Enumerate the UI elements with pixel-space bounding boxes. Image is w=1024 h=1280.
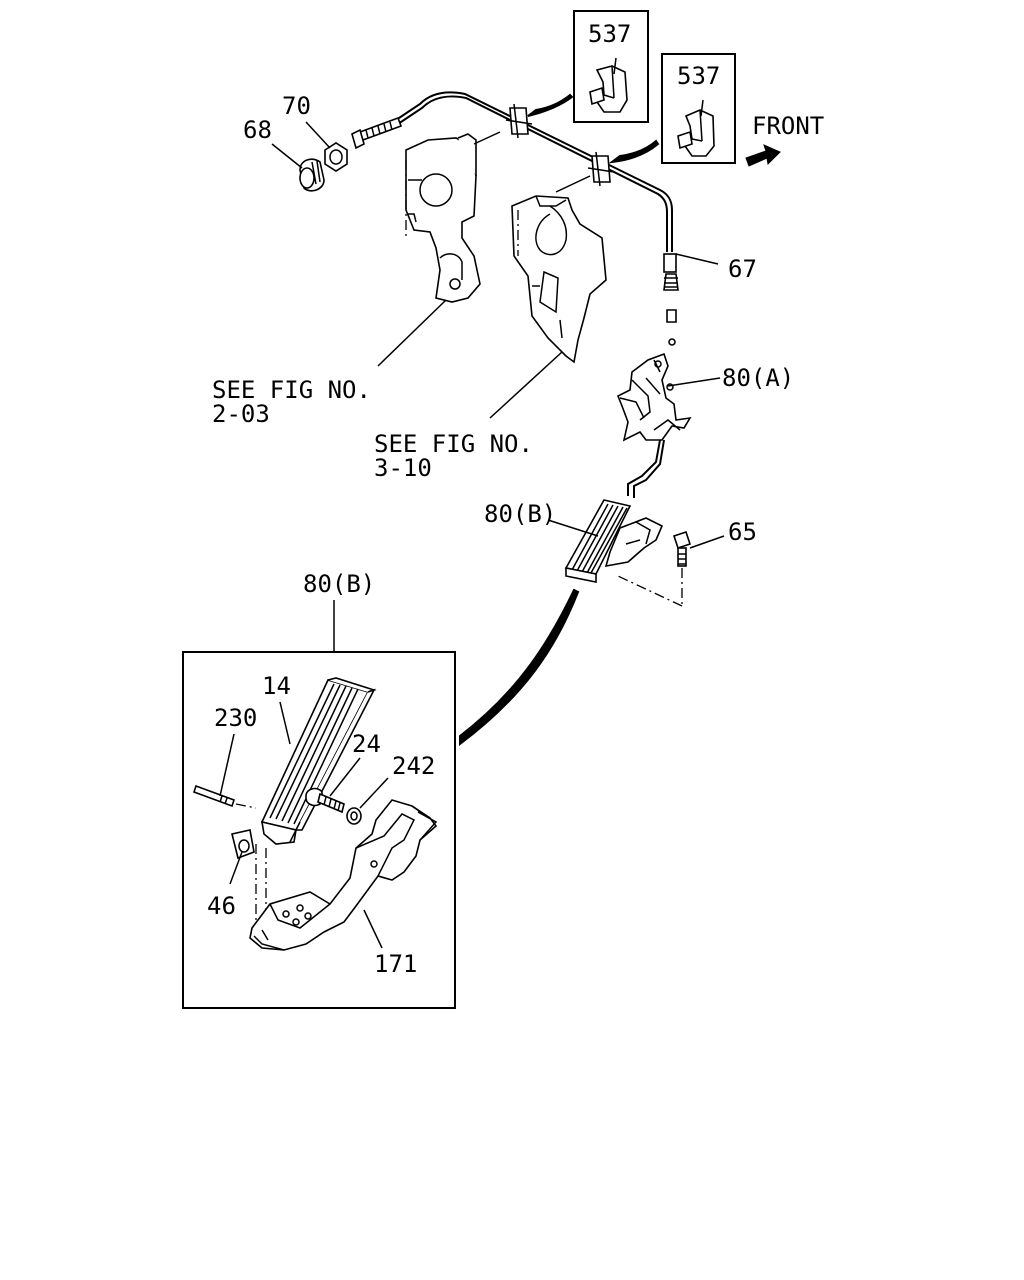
label-67: 67	[728, 255, 757, 283]
label-537-a: 537	[588, 20, 631, 48]
label-65: 65	[728, 518, 757, 546]
dash-bracket-right	[511, 195, 607, 364]
front-arrow-icon	[745, 144, 781, 167]
bush-46	[231, 829, 255, 860]
detail-box-537-a: 537	[573, 10, 649, 123]
bolt-65	[672, 530, 692, 567]
label-80b-main: 80(B)	[484, 500, 556, 528]
label-80b-inset: 80(B)	[303, 570, 375, 598]
see-fig-2-line2: 3-10	[374, 454, 432, 482]
label-70: 70	[282, 92, 311, 120]
dash-bracket-left	[405, 133, 481, 303]
accelerator-cable	[351, 91, 679, 346]
pin-230	[192, 784, 236, 808]
detail-box-537-b: 537	[661, 53, 736, 164]
label-171: 171	[374, 950, 417, 978]
pointer-537-a	[527, 93, 574, 117]
clip-537-b-icon	[677, 99, 715, 157]
washer-242	[346, 807, 362, 825]
label-46: 46	[207, 892, 236, 920]
label-230: 230	[214, 704, 257, 732]
bracket-171	[249, 799, 438, 951]
inset-leader	[459, 588, 580, 747]
pedal-80b-small	[564, 499, 664, 583]
pedal-bracket-80a	[616, 352, 692, 498]
nut-68	[299, 158, 325, 192]
pointer-537-b	[608, 139, 660, 164]
label-537-b: 537	[677, 62, 720, 90]
label-14: 14	[262, 672, 291, 700]
see-fig-1-line1: SEE FIG NO.	[212, 376, 371, 404]
label-242: 242	[392, 752, 435, 780]
nut-70	[324, 142, 348, 172]
label-24: 24	[352, 730, 381, 758]
see-fig-1-line2: 2-03	[212, 400, 270, 428]
inset-box-80b	[182, 651, 456, 1009]
bolt-24	[305, 787, 345, 814]
label-80a: 80(A)	[722, 364, 794, 392]
label-68: 68	[243, 116, 272, 144]
see-fig-2-line1: SEE FIG NO.	[374, 430, 533, 458]
clip-537-a-icon	[589, 57, 628, 113]
front-label: FRONT	[752, 112, 824, 140]
